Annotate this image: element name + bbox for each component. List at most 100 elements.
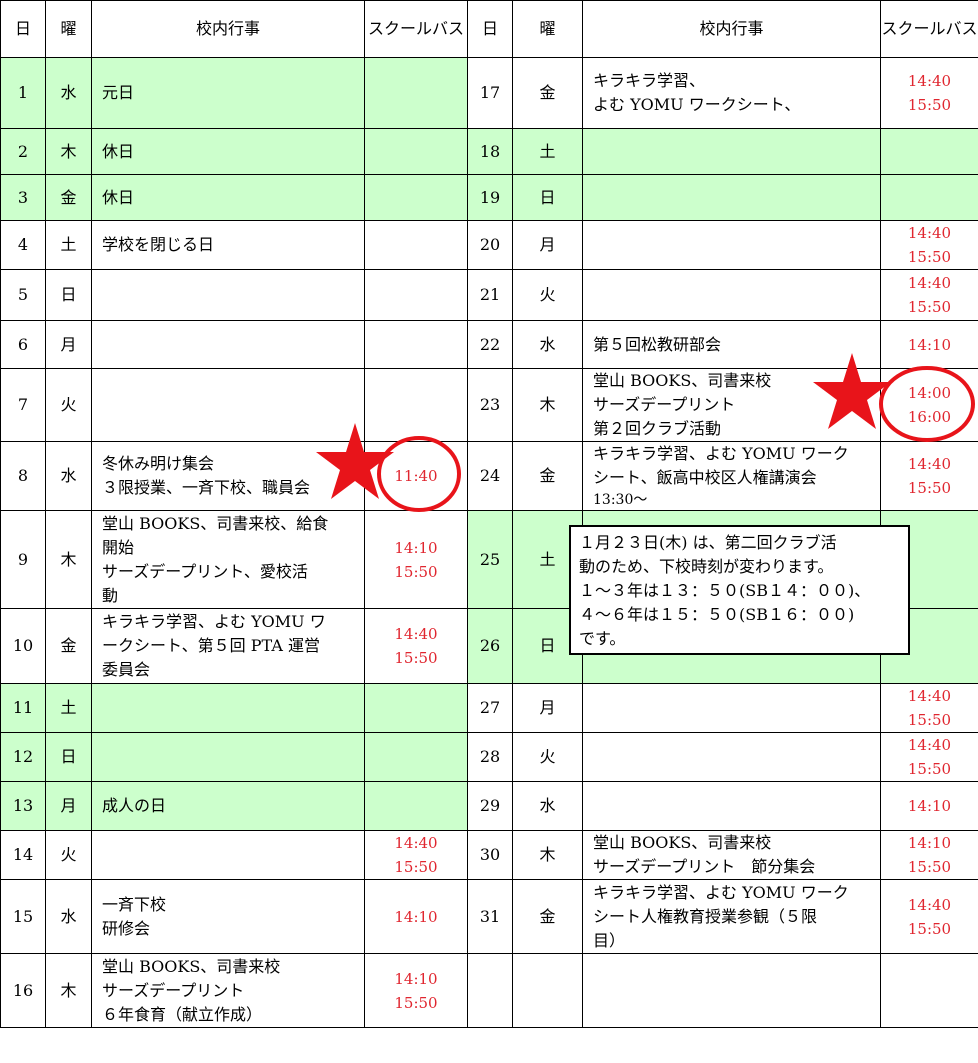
event-line: 第２回クラブ活動 [593, 419, 722, 438]
event-cell [582, 174, 881, 221]
day-number: 6 [0, 320, 46, 369]
bus-time: 14:10 [907, 834, 952, 852]
weekday: 木 [45, 953, 92, 1028]
event-line: キラキラ学習、よむ YOMU ワーク [593, 882, 849, 902]
header-weekday: 曜 [45, 0, 92, 58]
header-events: 校内行事 [582, 0, 881, 58]
bus-time-cell [880, 174, 978, 221]
bus-time-cell [364, 174, 468, 221]
bus-time: 16:00 [907, 408, 952, 426]
weekday: 日 [45, 732, 92, 782]
event-cell: 休日 [91, 128, 365, 175]
bus-time: 14:40 [394, 834, 438, 852]
event-cell [582, 781, 881, 831]
bus-time-cell [364, 128, 468, 175]
weekday: 木 [45, 128, 92, 175]
bus-time-cell [364, 683, 468, 733]
day-number: 25 [467, 510, 513, 609]
event-line: 目） [593, 930, 626, 950]
event-line: 堂山 BOOKS、司書来校 [102, 956, 281, 976]
event-cell: 成人の日 [91, 781, 365, 831]
event-line: 堂山 BOOKS、司書来校、給食 [102, 513, 329, 533]
event-cell: キラキラ学習、よむ YOMU ワークシート、 [582, 57, 881, 129]
weekday: 火 [45, 830, 92, 880]
event-cell: キラキラ学習、よむ YOMU ワークシート人権教育授業参観（５限目） [582, 879, 881, 954]
weekday: 火 [512, 732, 583, 782]
event-cell [91, 683, 365, 733]
header-bus: スクールバス [880, 0, 978, 58]
weekday: 火 [45, 368, 92, 442]
bus-time-cell [880, 128, 978, 175]
event-cell [582, 220, 881, 270]
event-cell [582, 732, 881, 782]
weekday: 月 [45, 320, 92, 369]
weekday: 日 [45, 269, 92, 321]
event-line: 学校を閉じる日 [102, 235, 215, 254]
event-line: ３限授業、一斉下校、職員会 [102, 478, 311, 497]
day-number: 5 [0, 269, 46, 321]
event-cell [582, 953, 881, 1028]
event-cell [91, 830, 365, 880]
bus-time: 15:50 [907, 711, 952, 729]
day-number: 15 [0, 879, 46, 954]
event-line: 動 [102, 585, 119, 605]
event-cell: 学校を閉じる日 [91, 220, 365, 270]
weekday: 水 [45, 441, 92, 511]
bus-time: 14:10 [394, 969, 438, 988]
bus-time-cell: 14:10 [364, 879, 468, 954]
bus-time-cell: 14:40 15:50 [364, 830, 468, 880]
weekday: 木 [45, 510, 92, 609]
bus-time: 14:40 [907, 455, 952, 473]
event-line: キラキラ学習、よむ YOMU ワ [102, 612, 326, 631]
weekday: 月 [512, 220, 583, 270]
day-number: 9 [0, 510, 46, 609]
day-number: 2 [0, 128, 46, 175]
day-number: 21 [467, 269, 513, 321]
event-line: 開始 [102, 537, 135, 557]
weekday: 金 [512, 441, 583, 511]
day-number: 14 [0, 830, 46, 880]
event-line: 冬休み明け集会 [102, 454, 215, 473]
weekday: 日 [512, 174, 583, 221]
event-line: キラキラ学習、よむ YOMU ワーク [593, 444, 849, 463]
day-number: 17 [467, 57, 513, 129]
bus-time: 14:40 [907, 895, 952, 914]
header-weekday: 曜 [512, 0, 583, 58]
day-number: 4 [0, 220, 46, 270]
bus-time-cell: 14:10 [880, 320, 978, 369]
day-number: 28 [467, 732, 513, 782]
bus-time-cell [364, 732, 468, 782]
event-line: 研修会 [102, 918, 151, 938]
event-line: 堂山 BOOKS、司書来校 [593, 371, 772, 390]
schedule-change-note: １月２３日(木) は、第二回クラブ活 動のため、下校時刻が変わります。 １～３年… [569, 525, 910, 655]
day-number: 27 [467, 683, 513, 733]
bus-time: 15:50 [394, 993, 438, 1012]
bus-time: 11:40 [394, 467, 438, 485]
event-line: 一斉下校 [102, 894, 167, 914]
bus-time: 14:10 [394, 907, 438, 926]
event-cell: 休日 [91, 174, 365, 221]
bus-time: 15:50 [394, 858, 438, 876]
weekday: 土 [512, 128, 583, 175]
event-line: キラキラ学習、 [593, 71, 706, 90]
bus-time-cell [880, 953, 978, 1028]
bus-time-cell [364, 220, 468, 270]
event-cell [582, 269, 881, 321]
bus-time: 15:50 [907, 760, 952, 778]
bus-time: 15:50 [907, 96, 952, 114]
bus-time: 14:10 [394, 538, 438, 557]
day-number: 1 [0, 57, 46, 129]
day-number: 13 [0, 781, 46, 831]
note-line: 動のため、下校時刻が変わります。 [579, 557, 834, 576]
day-number: 22 [467, 320, 513, 369]
